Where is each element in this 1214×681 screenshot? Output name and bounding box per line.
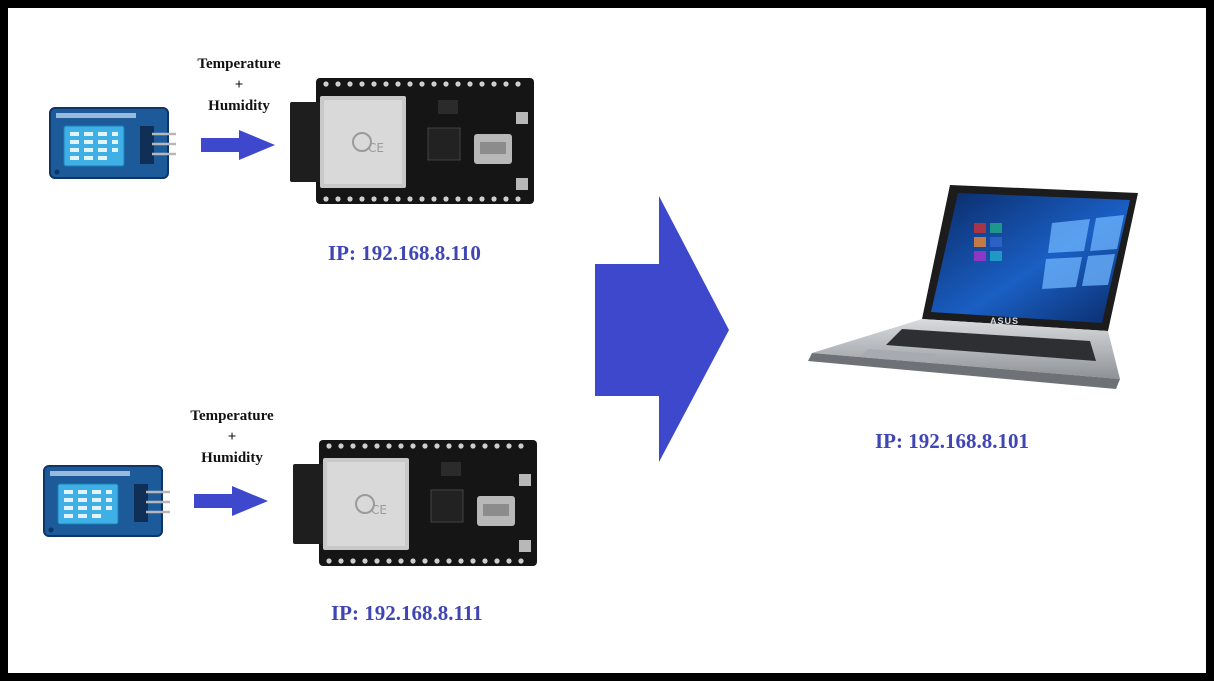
node2-ip: IP: 192.168.8.111: [331, 601, 483, 625]
arrow-icon: [201, 130, 277, 160]
node1-label-line2: +: [234, 77, 244, 93]
node2-label-line1: Temperature: [190, 408, 274, 424]
svg-text:CE: CE: [371, 503, 387, 517]
laptop-brand: ASUS: [990, 316, 1020, 326]
arrow-icon: [593, 196, 733, 464]
node1-label-line1: Temperature: [197, 56, 281, 72]
node2-label-line2: +: [227, 429, 237, 445]
node1-label-line3: Humidity: [208, 98, 270, 114]
dht-sensor-icon: [48, 106, 178, 182]
svg-text:CE: CE: [368, 141, 384, 155]
laptop-icon: [790, 183, 1140, 413]
node2-label: Temperature + Humidity: [181, 406, 283, 469]
diagram-canvas: Temperature + Humidity CE IP:: [8, 8, 1206, 673]
esp32-board-icon: CE: [291, 440, 541, 568]
node2-label-line3: Humidity: [201, 450, 263, 466]
laptop-ip: IP: 192.168.8.101: [875, 429, 1029, 453]
node1-label: Temperature + Humidity: [188, 54, 290, 117]
esp32-board-icon: CE: [288, 78, 538, 206]
dht-sensor-icon: [42, 464, 172, 540]
node1-ip: IP: 192.168.8.110: [328, 241, 481, 265]
arrow-icon: [194, 486, 270, 516]
